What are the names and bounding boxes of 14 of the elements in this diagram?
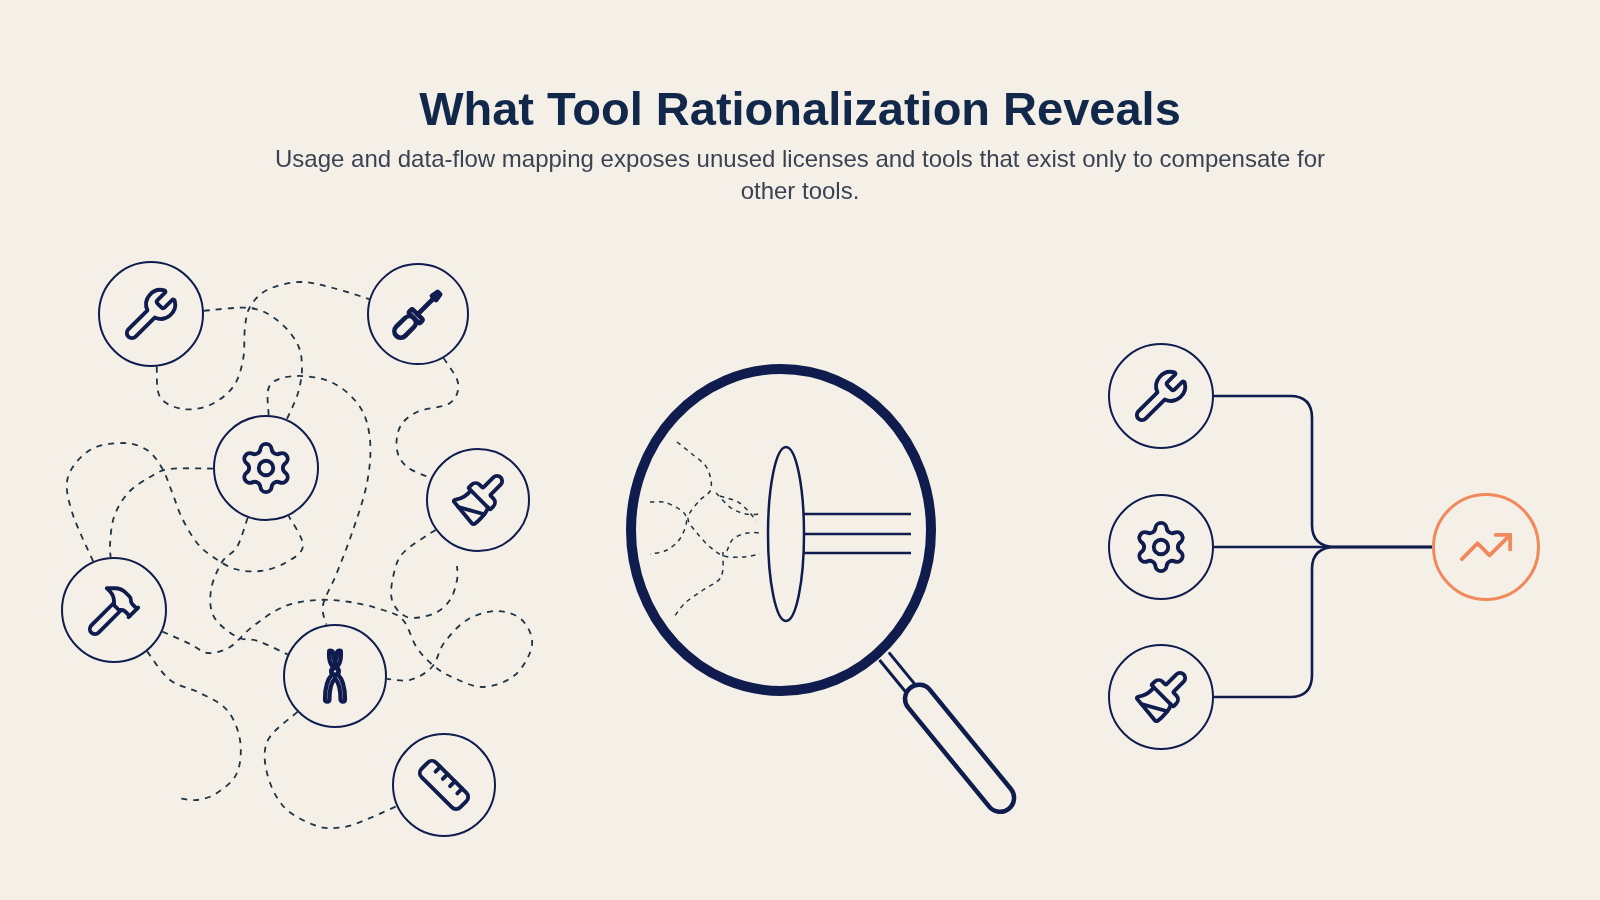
dashed-connector: [108, 467, 214, 558]
dashed-connector: [203, 306, 303, 421]
dashed-connector: [263, 711, 398, 830]
connector-line: [1214, 545, 1432, 699]
diagram-title: What Tool Rationalization Reveals: [419, 81, 1181, 137]
subtitle-text: Usage and data-flow mapping exposes unused licenses and tools that exist only to compensate for other tools.: [274, 144, 1326, 206]
dashed-connector: [146, 650, 242, 802]
dashed-connector: [395, 357, 460, 479]
dashed-connector: [155, 281, 371, 411]
dashed-connector: [209, 516, 289, 656]
dashed-connector: [390, 529, 459, 619]
dashed-connector: [266, 375, 372, 626]
dashed-connector: [65, 442, 304, 573]
dashed-connector: [161, 598, 534, 688]
